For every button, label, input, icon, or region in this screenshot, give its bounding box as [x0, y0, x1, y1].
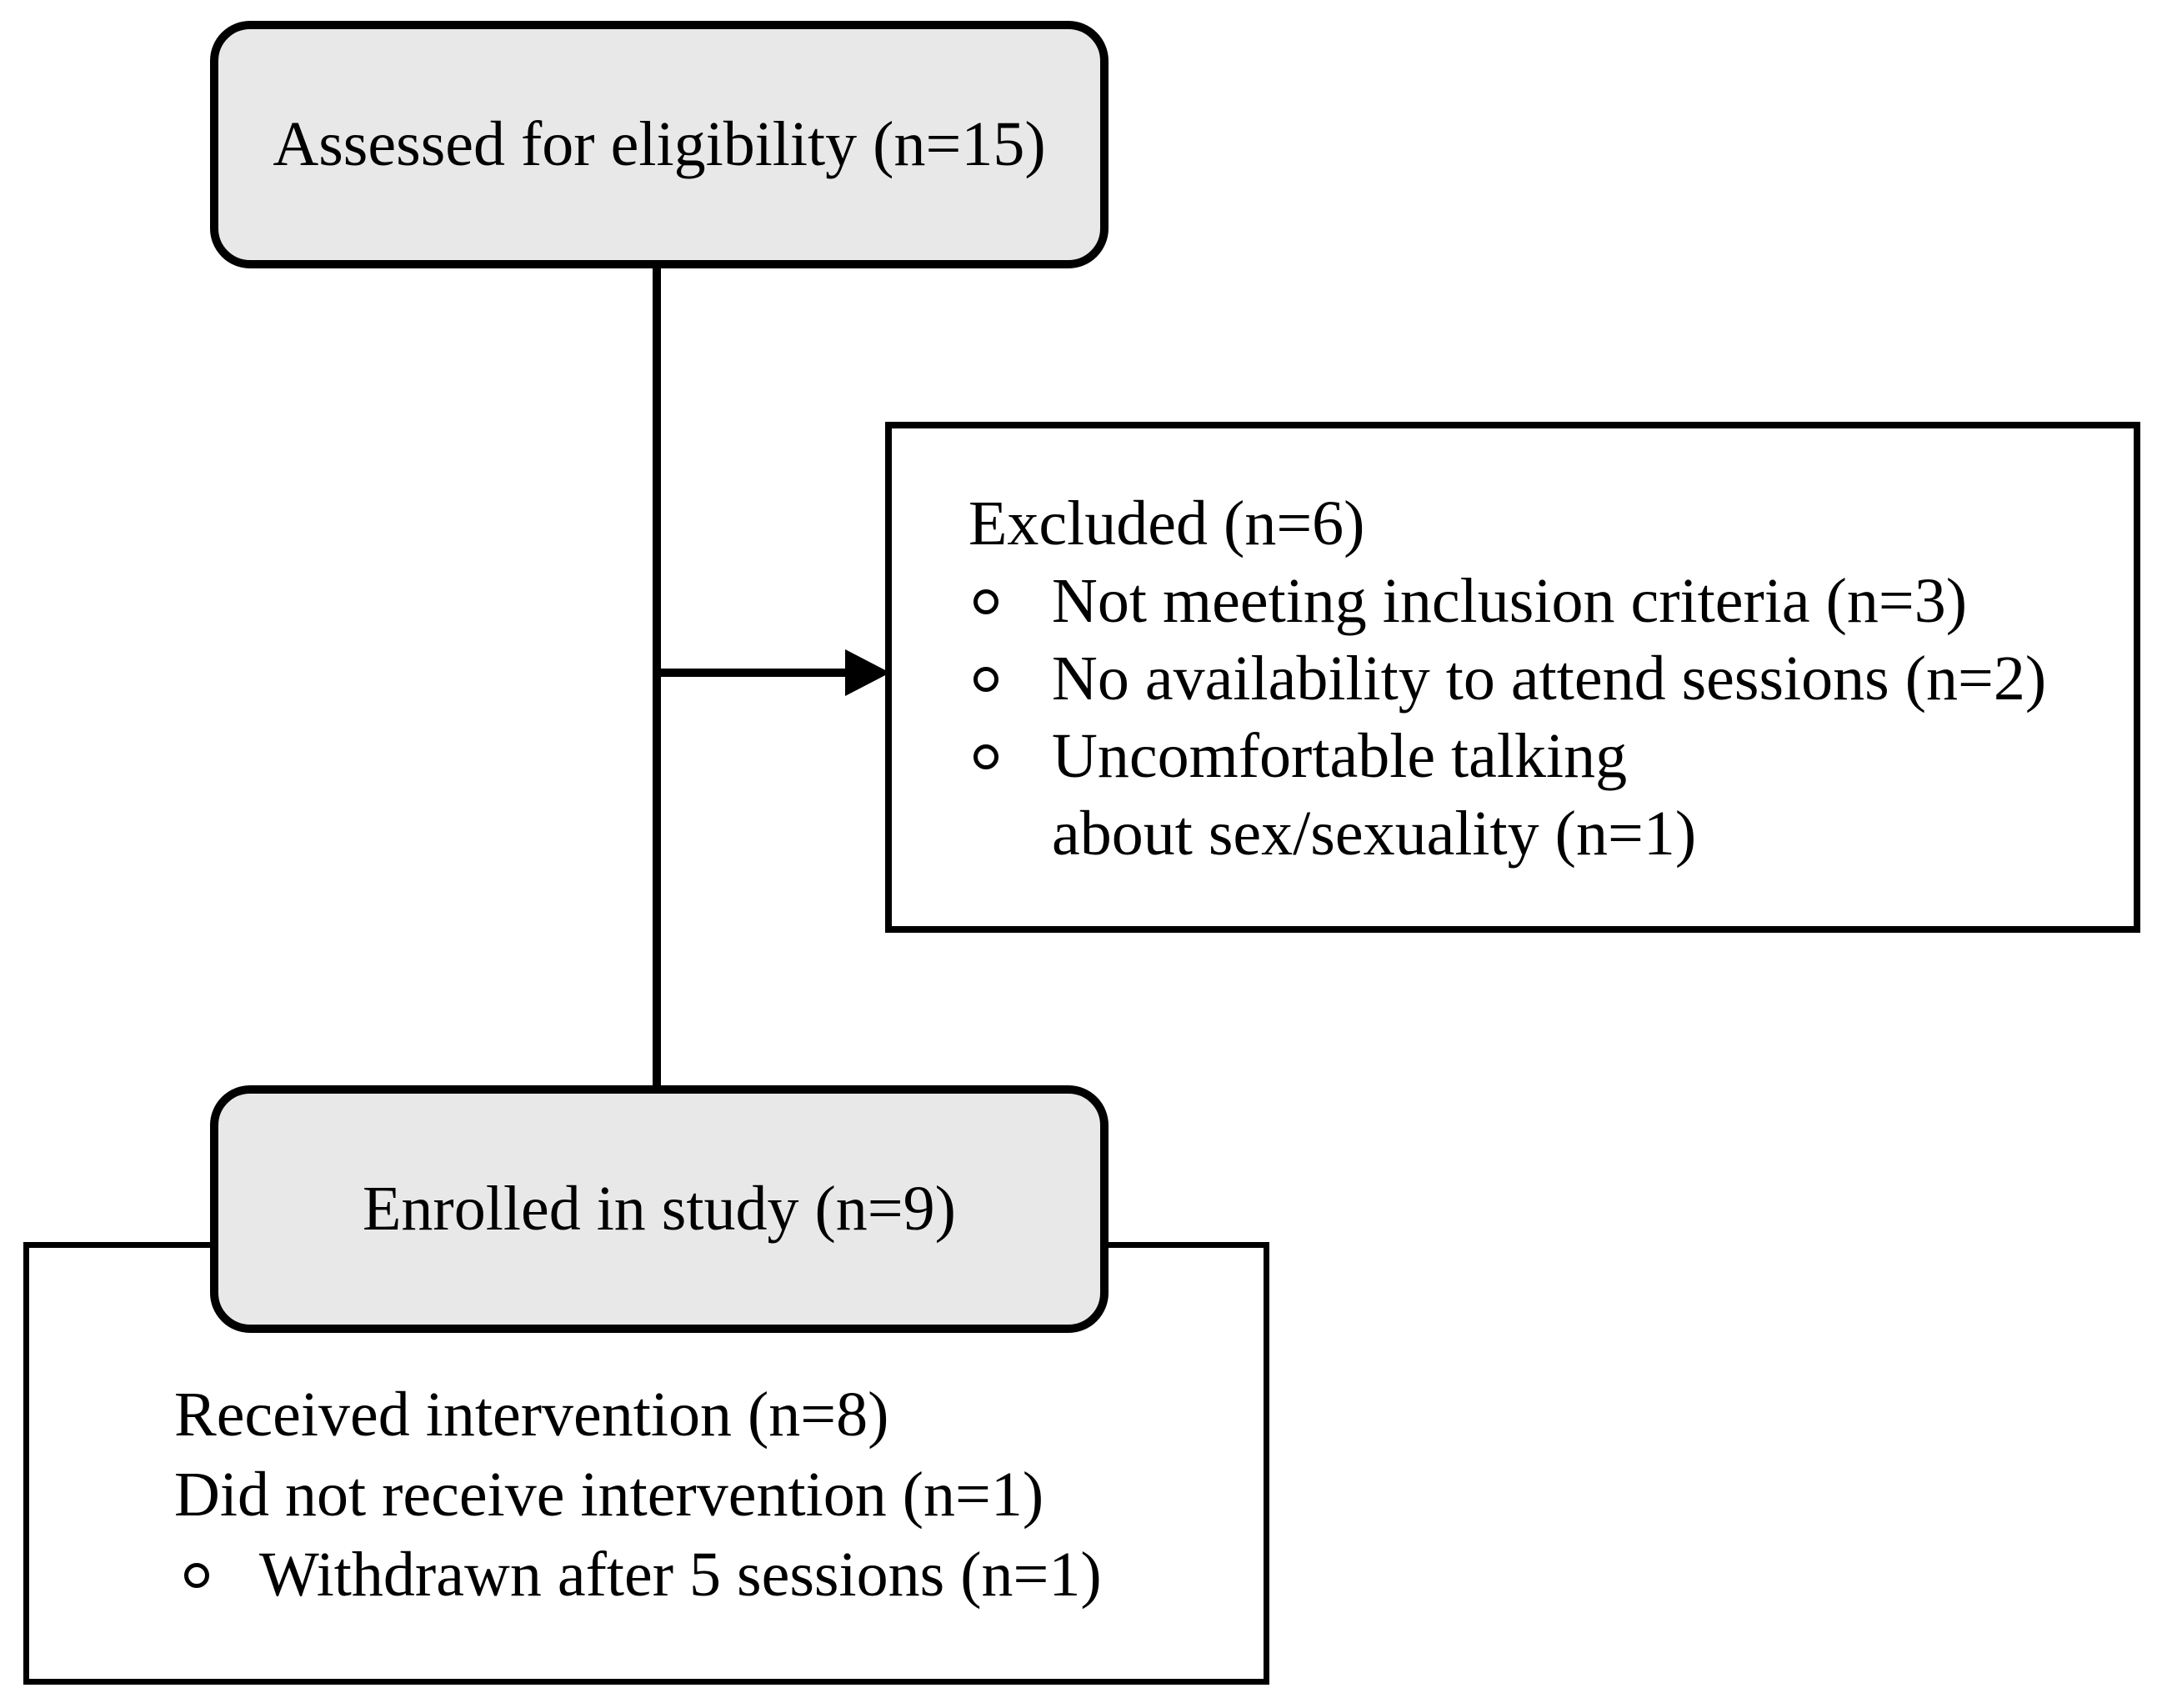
excluded-item-inclusion-criteria: Not meeting inclusion criteria (n=3): [1052, 566, 1968, 636]
enrolled-box: Enrolled in study (n=9): [210, 1085, 1109, 1333]
excluded-item-uncomfortable: Uncomfortable talking about sex/sexualit…: [1052, 721, 1697, 869]
list-item: Withdrawn after 5 sessions (n=1): [174, 1535, 1239, 1615]
excluded-item-availability: No availability to attend sessions (n=2): [1052, 644, 2047, 714]
arrowhead-icon: [845, 649, 890, 696]
list-item: Uncomfortable talking about sex/sexualit…: [968, 718, 2109, 873]
excluded-box: Excluded (n=6) Not meeting inclusion cri…: [885, 422, 2140, 933]
assessed-label: Assessed for eligibility (n=15): [273, 108, 1046, 179]
list-item: Not meeting inclusion criteria (n=3): [968, 563, 2109, 640]
circle-bullet-icon: [973, 744, 998, 769]
circle-bullet-icon: [184, 1563, 209, 1588]
received-intervention-line: Received intervention (n=8): [174, 1380, 889, 1450]
circle-bullet-icon: [973, 589, 998, 614]
excluded-title: Excluded (n=6): [968, 488, 1365, 558]
did-not-receive-intervention-line: Did not receive intervention (n=1): [174, 1460, 1044, 1530]
assessed-box: Assessed for eligibility (n=15): [210, 21, 1109, 268]
connector-arrow-line: [657, 669, 853, 677]
circle-bullet-icon: [973, 667, 998, 692]
withdrawn-item: Withdrawn after 5 sessions (n=1): [259, 1540, 1102, 1610]
list-item: No availability to attend sessions (n=2): [968, 640, 2109, 718]
enrolled-label: Enrolled in study (n=9): [363, 1173, 956, 1244]
